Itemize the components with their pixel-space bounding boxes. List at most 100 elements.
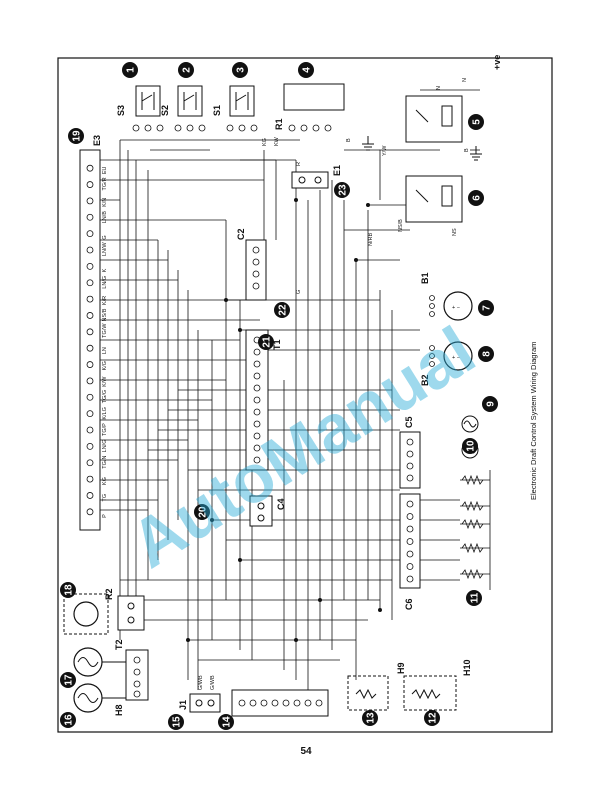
- callout-7: 7: [478, 300, 494, 316]
- e3-wire-code: TG/W: [102, 323, 108, 338]
- svg-text:18: 18: [64, 584, 75, 596]
- heater-h10: [403, 675, 457, 711]
- callout-4: 4: [298, 62, 314, 78]
- sensor-b1: + −: [429, 291, 473, 321]
- svg-text:12: 12: [428, 712, 439, 724]
- c6-pin: [406, 550, 414, 558]
- e3-wire-code: LN: [102, 347, 108, 354]
- e3-wire-code: TG/G: [102, 390, 108, 403]
- label-h10: H10: [462, 659, 472, 676]
- wire-label-n: N: [436, 86, 442, 90]
- c6-pin: [406, 525, 414, 533]
- t1-pin: [253, 372, 261, 380]
- e3-pin: [86, 197, 94, 205]
- svg-text:10: 10: [466, 440, 477, 452]
- e3-wire-codes: EUTG/RK/NLN/BGLN/WKLN/GK/RNS/BTG/WLNK/GK…: [102, 167, 108, 518]
- t1-pin: [253, 360, 261, 368]
- e3-wire-code: LN/G: [102, 440, 108, 453]
- connector-14-pin: [238, 699, 246, 707]
- svg-text:7: 7: [482, 305, 493, 311]
- svg-text:14: 14: [222, 716, 233, 728]
- label-h8: H8: [114, 704, 124, 716]
- diagram-caption: Electronic Draft Control System Wiring D…: [529, 342, 538, 500]
- callout-13: 13: [362, 710, 378, 726]
- switch-s1: [229, 85, 255, 117]
- label-j1: J1: [178, 700, 188, 710]
- connector-c4: [249, 495, 273, 527]
- relay-6: [405, 175, 463, 223]
- callout-16: 16: [60, 712, 76, 728]
- svg-text:6: 6: [472, 195, 483, 201]
- callout-19: 19: [68, 128, 84, 144]
- callout-10: 10: [462, 438, 478, 454]
- connector-14-pin: [304, 699, 312, 707]
- svg-text:15: 15: [172, 716, 183, 728]
- e3-wire-code: NS/B: [102, 308, 108, 321]
- e3-wire-code: TG/N: [102, 456, 108, 469]
- svg-text:+ −: + −: [452, 305, 460, 311]
- connector-14-pin: [249, 699, 257, 707]
- e3-wire-code: G: [102, 235, 108, 239]
- e3-pin: [86, 492, 94, 499]
- terminal-strip-t1: [245, 329, 269, 471]
- label-b1: B1: [420, 272, 430, 284]
- e3-pin: [86, 393, 94, 401]
- svg-text:20: 20: [198, 506, 209, 518]
- e3-wire-code: TG/P: [102, 423, 108, 436]
- switch-s2: [177, 85, 203, 117]
- label-s1: S1: [212, 105, 222, 116]
- potentiometer-group: [420, 470, 491, 590]
- connector-e1: [291, 171, 329, 189]
- e3-wire-code: LN/G: [102, 276, 108, 289]
- e3-wire-code: LN/W: [102, 241, 108, 256]
- e3-pin: [86, 181, 94, 188]
- e3-wire-code: K/W: [102, 376, 108, 387]
- svg-text:13: 13: [366, 712, 377, 724]
- resistor-r2: [117, 595, 145, 631]
- connector-14: [231, 689, 329, 717]
- callout-2: 2: [178, 62, 194, 78]
- e3-pin: [86, 426, 94, 434]
- callout-21: 21: [258, 334, 274, 350]
- gauge-16: [73, 683, 103, 713]
- wire-label-gwb: G/WB: [198, 675, 204, 690]
- relay-5: [405, 95, 463, 143]
- wire-label-nsb: NS/B: [398, 219, 404, 232]
- gauge-17: [73, 647, 103, 677]
- component-18: [63, 593, 109, 635]
- svg-text:4: 4: [302, 67, 313, 73]
- e3-pin: [86, 312, 94, 319]
- label-c5: C5: [404, 416, 414, 428]
- switch-terminals: [132, 124, 258, 132]
- diagram-frame: [57, 57, 553, 733]
- label-t1: T1: [272, 339, 282, 350]
- c6-pin: [406, 500, 414, 508]
- label-b2: B2: [420, 374, 430, 386]
- label-ground-tag: B: [464, 148, 470, 152]
- switch-s3: [135, 85, 161, 117]
- svg-text:21: 21: [262, 336, 273, 348]
- c6-pin: [406, 538, 414, 545]
- svg-text:8: 8: [482, 351, 493, 357]
- e3-wire-code: K: [102, 268, 108, 272]
- e3-pin: [86, 213, 94, 221]
- e3-pin: [86, 295, 94, 303]
- t1-pin: [253, 432, 261, 440]
- t1-pin: [253, 384, 261, 392]
- label-s2: S2: [160, 105, 170, 116]
- svg-text:9: 9: [486, 401, 497, 407]
- wire-label-r: R: [296, 162, 302, 166]
- svg-text:16: 16: [64, 714, 75, 726]
- svg-text:19: 19: [72, 130, 83, 142]
- e3-wire-code: LN/B: [102, 211, 108, 224]
- callout-9: 9: [482, 396, 498, 412]
- svg-text:23: 23: [338, 184, 349, 196]
- e3-wire-code: K/N: [102, 198, 108, 207]
- label-c4: C4: [276, 498, 286, 510]
- callout-20: 20: [194, 504, 210, 520]
- e3-pin: [86, 246, 94, 254]
- sensor-b2: + −: [429, 341, 473, 371]
- callout-14: 14: [218, 714, 234, 730]
